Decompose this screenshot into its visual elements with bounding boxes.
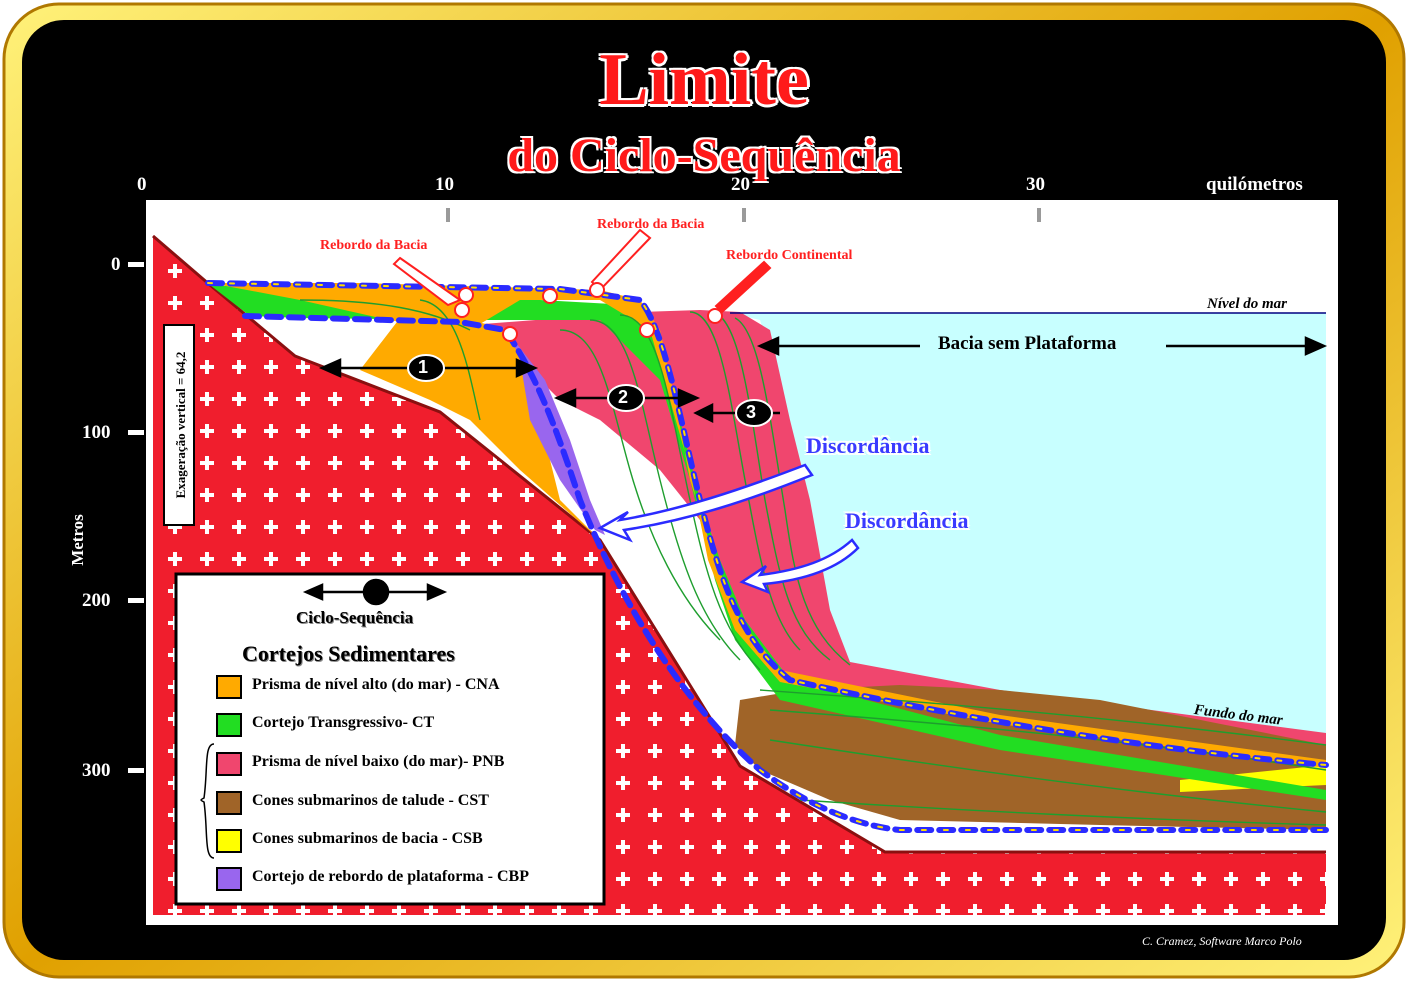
km-tick-30: 30 [1026, 174, 1045, 195]
page-title: Limite [599, 39, 809, 121]
label-nivel-do-mar: Nível do mar [1207, 296, 1287, 312]
legend-label-cbp: Cortejo de rebordo de plataforma - CBP [252, 868, 529, 885]
depth-tick-300: 300 [82, 760, 111, 781]
legend-label-cst: Cones submarinos de talude - CST [252, 792, 489, 809]
rebordo-circles [454, 282, 723, 342]
km-axis-unit: quilómetros [1206, 174, 1303, 195]
label-discordancia-1: Discordância [806, 433, 930, 458]
cycle-number-3: 3 [746, 402, 757, 422]
vertical-exaggeration-label: Exageração vertical = 64,2 [173, 351, 188, 499]
legend-cycle-label: Ciclo-Sequência [296, 608, 414, 627]
label-bacia-sem-plataforma: Bacia sem Plataforma [938, 333, 1117, 354]
legend-swatch-ct [216, 713, 242, 737]
cycle-number-2: 2 [618, 387, 629, 407]
depth-ticks [128, 262, 144, 773]
legend-swatch-cbp [216, 867, 242, 891]
label-rebordo-bacia-2: Rebordo da Bacia [597, 217, 705, 232]
legend-box [174, 572, 606, 906]
legend-swatch-cna [216, 675, 242, 699]
cycle-markers [407, 354, 773, 427]
legend-label-ct: Cortejo Transgressivo- CT [252, 714, 435, 731]
legend-swatch-pnb [216, 752, 242, 776]
legend-cycle-symbol [302, 578, 448, 606]
sea-water [730, 313, 1326, 735]
label-rebordo-bacia-1: Rebordo da Bacia [320, 238, 428, 253]
legend-swatch-cst [216, 791, 242, 815]
credit: C. Cramez, Software Marco Polo [1142, 934, 1302, 948]
depth-tick-0: 0 [111, 254, 121, 275]
legend-brace [200, 743, 215, 859]
km-tick-20: 20 [731, 174, 750, 195]
exaggeration-box [163, 324, 195, 526]
label-rebordo-continental: Rebordo Continental [726, 248, 853, 263]
label-discordancia-2: Discordância [845, 508, 969, 533]
legend-label-csb: Cones submarinos de bacia - CSB [252, 830, 483, 847]
km-ticks [446, 208, 1041, 222]
cycle-number-1: 1 [418, 357, 429, 377]
basement-surface [152, 234, 1326, 854]
depth-axis-label: Metros [67, 514, 87, 566]
legend-swatch-csb [216, 829, 242, 853]
km-tick-10: 10 [435, 174, 454, 195]
legend-heading: Cortejos Sedimentares [242, 641, 455, 666]
legend-label-pnb: Prisma de nível baixo (do mar)- PNB [252, 753, 505, 770]
depth-tick-200: 200 [82, 590, 111, 611]
km-tick-0: 0 [137, 174, 147, 195]
page-subtitle: do Ciclo-Sequência [507, 129, 901, 182]
rebordo-pointers [392, 228, 772, 314]
discordance-arrows [597, 463, 860, 595]
depth-tick-100: 100 [82, 422, 111, 443]
discordance-lines [205, 280, 1329, 833]
legend-label-cna: Prisma de nível alto (do mar) - CNA [252, 676, 500, 693]
